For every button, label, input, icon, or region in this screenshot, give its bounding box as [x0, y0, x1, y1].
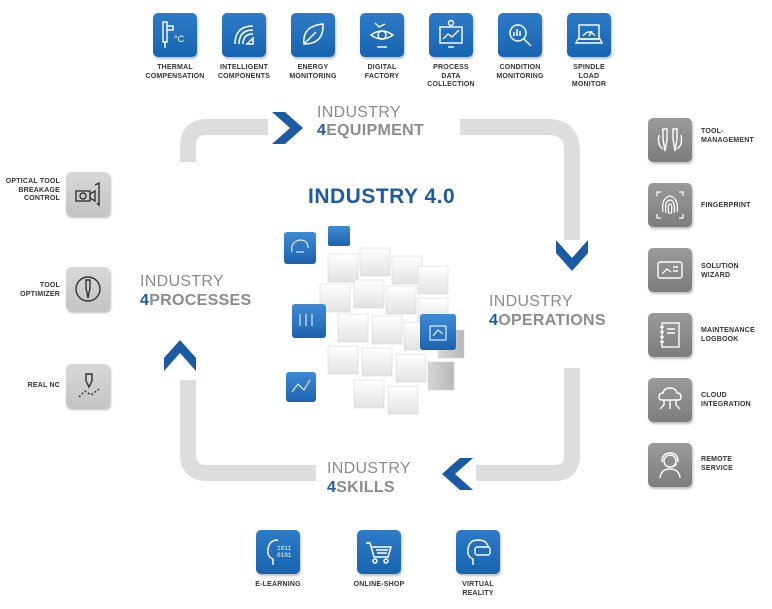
monitor-chart-icon — [439, 19, 463, 48]
tile-remote-service[interactable] — [648, 443, 692, 487]
equipment-heading: 4EQUIPMENT — [317, 122, 424, 140]
fingerprint-icon — [656, 191, 684, 219]
svg-text:1011: 1011 — [277, 545, 292, 552]
loop-segment-bottom-left — [180, 380, 316, 481]
skills-word: SKILLS — [336, 479, 395, 496]
processes-industry: INDUSTRY — [140, 273, 224, 290]
label-online-shop: ONLINE-SHOP — [353, 581, 405, 588]
tile-intelligent-components[interactable] — [222, 13, 266, 57]
tile-tool-optimizer[interactable] — [66, 267, 110, 311]
tile-real-nc[interactable] — [66, 364, 110, 408]
processes-heading: 4PROCESSES — [140, 292, 252, 310]
magnifier-chart-icon — [509, 24, 532, 47]
equipment-number: 4 — [317, 122, 327, 139]
wifi-spindle-icon — [234, 25, 254, 45]
label-real-nc: REAL NC — [27, 382, 60, 389]
label-solution-wizard: SOLUTION WIZARD — [701, 263, 739, 279]
tile-digital-factory[interactable] — [360, 13, 404, 57]
arrow-down-operations — [556, 240, 588, 271]
operations-industry: INDUSTRY — [489, 293, 573, 310]
tile-energy-monitoring[interactable] — [291, 13, 335, 57]
svg-text:0101: 0101 — [277, 552, 292, 559]
tools-cycle-icon — [657, 128, 683, 152]
skills-industry: INDUSTRY — [327, 460, 411, 477]
label-process-data-collection: PROCESS DATA COLLECTION — [427, 64, 475, 88]
label-cloud-integration: CLOUD INTEGRATION — [701, 392, 751, 408]
equipment-word: EQUIPMENT — [326, 122, 425, 139]
label-fingerprint: FINGERPRINT — [701, 202, 751, 209]
label-digital-factory: DIGITAL FACTORY — [364, 64, 400, 80]
skills-heading: 4SKILLS — [327, 479, 395, 497]
robot-arm-icon — [369, 22, 395, 48]
label-maintenance-logbook: MAINTENANCE LOGBOOK — [701, 327, 755, 343]
laptop-gauge-icon — [574, 24, 604, 44]
cnc-path-icon — [78, 373, 100, 398]
operations-number: 4 — [489, 312, 499, 329]
loop-segment-top-left — [180, 119, 268, 162]
label-remote-service: REMOTE SERVICE — [701, 456, 734, 472]
cube-illustration — [284, 226, 465, 415]
leaf-icon — [303, 23, 324, 45]
operations-word: OPERATIONS — [498, 312, 606, 329]
tile-solution-wizard[interactable] — [648, 248, 692, 292]
tile-online-shop[interactable] — [357, 530, 401, 574]
tile-optical-tool-breakage-control[interactable] — [66, 172, 110, 216]
label-tool-management: TOOL-MANAGEMENT — [701, 128, 754, 144]
diagram-title: INDUSTRY 4.0 — [308, 185, 456, 208]
tile-spindle-load-monitor[interactable] — [567, 13, 611, 57]
tile-maintenance-logbook[interactable] — [648, 313, 692, 357]
tile-condition-monitoring[interactable] — [498, 13, 542, 57]
label-condition-monitoring: CONDITION MONITORING — [496, 64, 544, 80]
label-energy-monitoring: ENERGY MONITORING — [289, 64, 337, 80]
camera-tool-icon — [75, 181, 100, 207]
operations-heading: 4OPERATIONS — [489, 312, 606, 330]
head-binary-icon: 1011 0101 — [267, 539, 292, 565]
label-thermal-compensation: THERMAL COMPENSATION — [145, 64, 205, 80]
cloud-network-icon — [658, 387, 682, 410]
tile-cloud-integration[interactable] — [648, 378, 692, 422]
loop-segment-top-right — [460, 119, 580, 240]
caliper-thermometer-icon: °C — [162, 21, 185, 48]
vr-headset-icon — [467, 539, 491, 565]
svg-text:°C: °C — [174, 34, 185, 44]
tile-process-data-collection[interactable] — [429, 13, 473, 57]
headset-agent-icon — [659, 452, 681, 479]
tile-virtual-reality[interactable] — [456, 530, 500, 574]
arrow-up-processes — [164, 340, 196, 371]
shopping-cart-icon — [366, 542, 393, 564]
label-e-learning: E-LEARNING — [255, 581, 301, 588]
label-intelligent-components: INTELLIGENT COMPONENTS — [217, 64, 271, 80]
label-spindle-load-monitor: SPINDLE LOAD MONITOR — [571, 64, 607, 88]
loop-segment-right-bottom — [476, 368, 580, 481]
tile-fingerprint[interactable] — [648, 183, 692, 227]
tablet-hand-icon — [657, 261, 683, 279]
label-tool-optimizer: TOOL OPTIMIZER — [20, 282, 60, 298]
label-virtual-reality: VIRTUAL REALITY — [462, 581, 494, 597]
tile-thermal-compensation[interactable]: °C — [153, 13, 197, 57]
notebook-icon — [660, 322, 680, 348]
processes-word: PROCESSES — [149, 292, 252, 309]
label-optical-tool-breakage-control: OPTICAL TOOL BREAKAGE CONTROL — [5, 178, 60, 202]
skills-number: 4 — [327, 479, 337, 496]
equipment-industry: INDUSTRY — [317, 104, 401, 121]
arrow-right-equipment — [272, 112, 303, 144]
processes-number: 4 — [140, 292, 150, 309]
drill-cycle-icon — [75, 276, 101, 302]
tile-tool-management[interactable] — [648, 118, 692, 162]
tile-e-learning[interactable]: 1011 0101 — [256, 530, 300, 574]
arrow-left-skills — [442, 458, 473, 490]
